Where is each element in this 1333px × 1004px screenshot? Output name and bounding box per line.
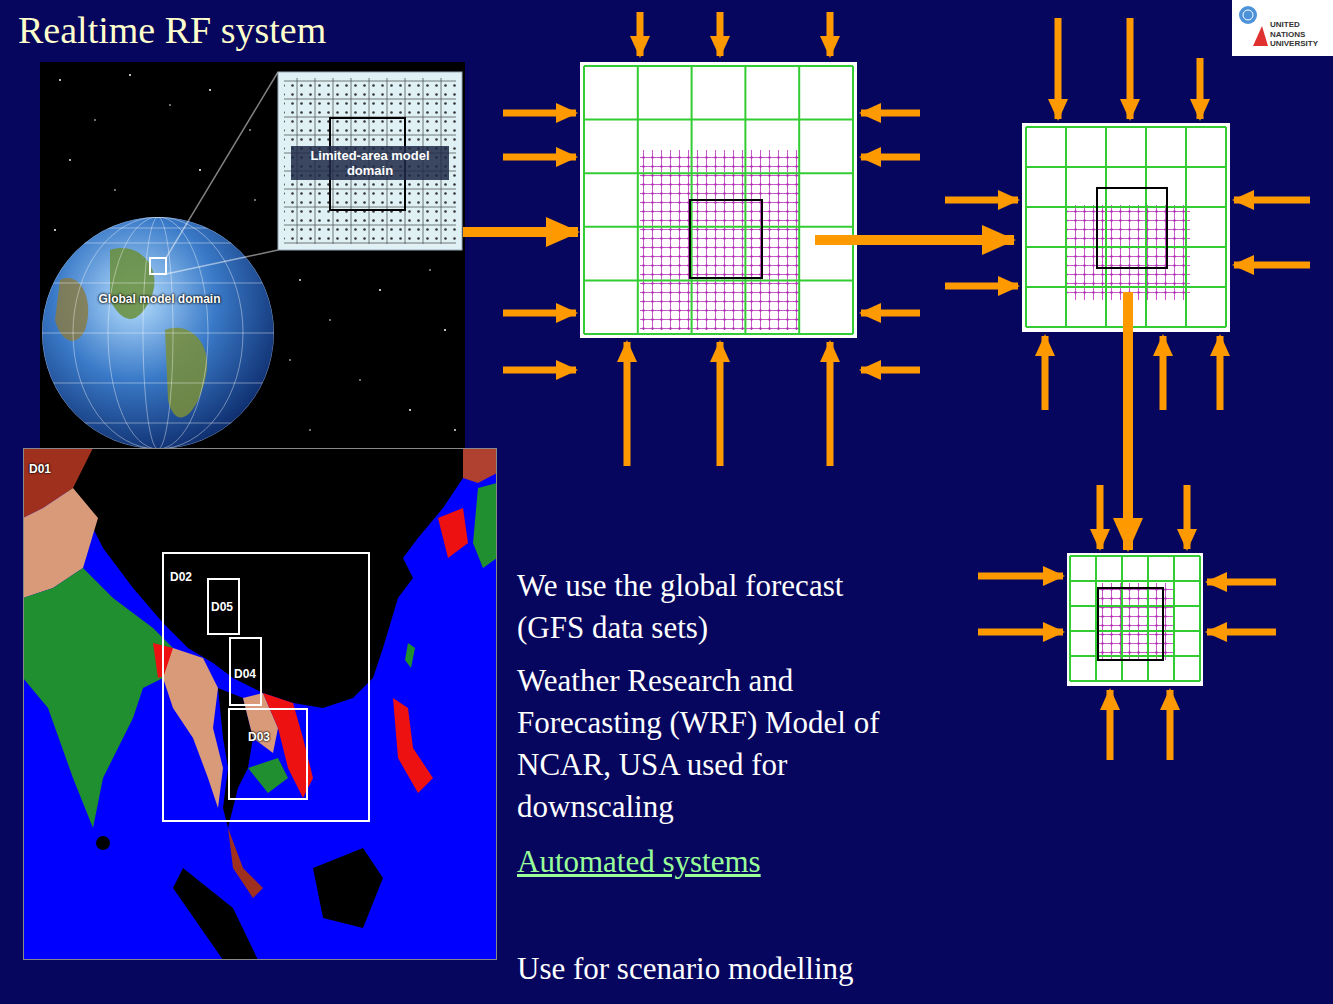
inset-label: Limited-area model domain (291, 146, 449, 180)
domain-label: D03 (248, 730, 270, 744)
label-holder: Use for scenario modelling (517, 948, 887, 990)
domain-box: D05 (207, 578, 240, 635)
slide-title: Realtime RF system (18, 8, 326, 54)
title-holder: Realtime RF system (18, 8, 326, 54)
domain-label: D05 (211, 600, 233, 614)
globe-label: Global model domain (35, 292, 284, 306)
domain-label: D01 (29, 462, 51, 476)
label-holder: We use the global forecast (GFS data set… (517, 565, 887, 649)
globe-domain: Global model domain (35, 212, 284, 448)
domain-box: D04 (229, 637, 262, 706)
domain-box: D02D05D04D03 (162, 552, 370, 822)
body-text: We use the global forecast (GFS data set… (517, 565, 887, 649)
domain-label: D04 (234, 667, 256, 681)
inset-domain: Limited-area model domain (278, 72, 462, 250)
link-text: Automated systems (517, 841, 887, 883)
logo-text: UNITED NATIONS UNIVERSITY (1270, 20, 1330, 49)
label-holder: Weather Research and Forecasting (WRF) M… (517, 660, 887, 828)
domain-label: D02 (170, 570, 192, 584)
label-holder: UNITED NATIONS UNIVERSITY (1270, 20, 1330, 49)
label-holder: Automated systems (517, 841, 887, 883)
domain-box: D03 (228, 708, 308, 800)
map-domain: D01D02D05D04D03 (23, 448, 497, 960)
body-text: Weather Research and Forecasting (WRF) M… (517, 660, 887, 828)
body-text: Use for scenario modelling (517, 948, 887, 990)
